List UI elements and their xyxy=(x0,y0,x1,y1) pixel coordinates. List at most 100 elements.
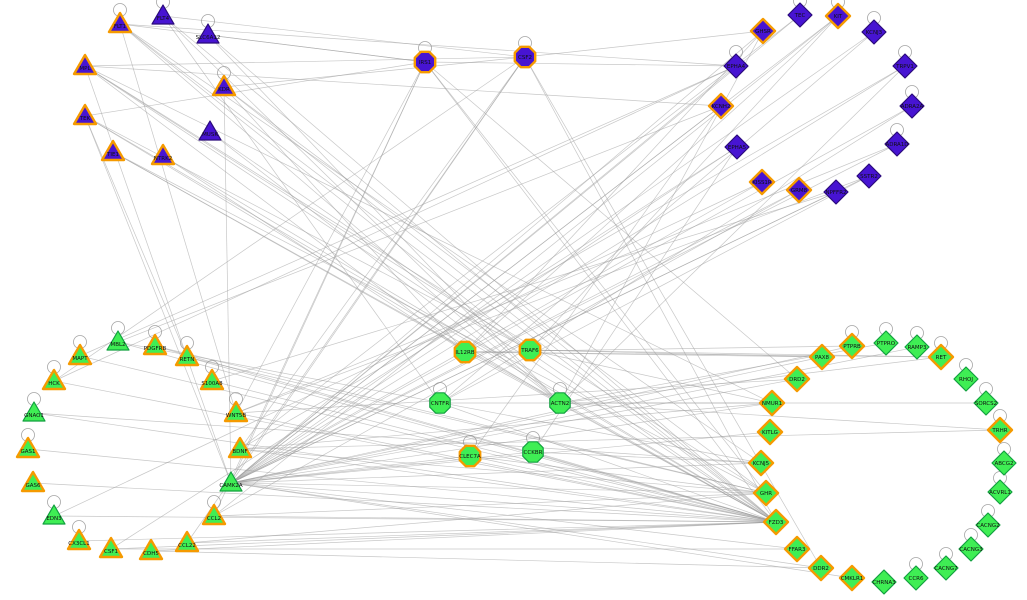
triangle-shape xyxy=(41,368,67,391)
edge xyxy=(559,65,906,404)
triangle-shape xyxy=(72,53,98,76)
node-ACTN2[interactable]: ACTN2 xyxy=(549,392,571,414)
node-TEC[interactable]: TEC xyxy=(787,2,813,28)
node-RHOJ[interactable]: RHOJ xyxy=(953,366,979,392)
node-ADRA2A[interactable]: ADRA2A xyxy=(899,93,925,119)
node-HCK[interactable]: HCK xyxy=(41,368,67,391)
node-TIE1[interactable]: TIE1 xyxy=(100,139,126,162)
diamond-shape xyxy=(873,330,899,356)
edge xyxy=(78,521,777,542)
edge xyxy=(524,56,777,523)
node-KDR[interactable]: KDR xyxy=(211,74,237,97)
node-CSF1[interactable]: CSF1 xyxy=(98,536,124,559)
node-FLT4[interactable]: FLT4 xyxy=(151,4,175,25)
edge xyxy=(162,15,561,404)
node-ABCG2[interactable]: ABCG2 xyxy=(991,450,1017,476)
node-WNT5B[interactable]: WNT5B xyxy=(223,400,249,423)
node-DDR2[interactable]: DDR2 xyxy=(807,554,835,582)
node-NMUR1[interactable]: NMUR1 xyxy=(758,389,786,417)
triangle-shape xyxy=(174,344,200,367)
node-RAMP3[interactable]: RAMP3 xyxy=(904,334,930,360)
triangle-shape xyxy=(198,120,222,141)
octagon-shape xyxy=(513,45,537,69)
node-CNTFR[interactable]: CNTFR xyxy=(429,392,451,414)
node-CCR6[interactable]: CCR6 xyxy=(903,565,929,591)
node-GHSR[interactable]: GHSR xyxy=(749,17,777,45)
node-KCNJ5[interactable]: KCNJ5 xyxy=(747,449,775,477)
node-MAPT[interactable]: MAPT xyxy=(67,343,93,366)
diamond-shape xyxy=(953,366,979,392)
node-GAS6[interactable]: GAS6 xyxy=(20,470,46,493)
node-EPHA5[interactable]: EPHA5 xyxy=(724,134,750,160)
node-CACNG7[interactable]: CACNG7 xyxy=(933,555,959,581)
node-PTPRB[interactable]: PTPRB xyxy=(838,332,866,360)
node-NPFFR2[interactable]: NPFFR2 xyxy=(823,179,849,205)
edge xyxy=(162,15,441,404)
node-PAX8[interactable]: PAX8 xyxy=(808,343,836,371)
self-loop-layer xyxy=(21,0,1011,571)
node-KISS1R[interactable]: KISS1R xyxy=(748,168,776,196)
node-FLT1[interactable]: FLT1 xyxy=(107,11,133,34)
node-ACVRL1[interactable]: ACVRL1 xyxy=(987,479,1013,505)
node-CACNG2[interactable]: CACNG2 xyxy=(975,512,1001,538)
triangle-shape xyxy=(227,436,253,459)
edge xyxy=(211,191,837,382)
node-KITLG[interactable]: KITLG xyxy=(756,418,784,446)
node-GHR[interactable]: GHR xyxy=(752,479,780,507)
node-SSTR2[interactable]: SSTR2 xyxy=(856,163,882,189)
edge xyxy=(529,15,839,351)
edge xyxy=(223,86,232,484)
node-CSF2[interactable]: CSF2 xyxy=(513,45,537,69)
node-CLEC7A[interactable]: CLEC7A xyxy=(458,444,482,468)
node-CMKLR1[interactable]: CMKLR1 xyxy=(838,564,866,592)
edge xyxy=(424,61,767,494)
node-CACNG3[interactable]: CACNG3 xyxy=(958,536,984,562)
edge xyxy=(84,65,531,351)
diamond-shape xyxy=(807,554,835,582)
node-KCNH2[interactable]: KCNH2 xyxy=(707,92,735,120)
node-KIT[interactable]: KIT xyxy=(824,2,852,30)
edge xyxy=(186,492,767,544)
node-IRS1[interactable]: IRS1 xyxy=(413,50,437,74)
node-CX3CL1[interactable]: CX3CL1 xyxy=(66,528,92,551)
edge xyxy=(84,65,767,494)
node-NTRK2[interactable]: NTRK2 xyxy=(150,143,176,166)
node-EDN3[interactable]: EDN3 xyxy=(42,504,66,525)
edge xyxy=(230,482,767,494)
node-CCKBR[interactable]: CCKBR xyxy=(522,441,544,463)
edge xyxy=(162,155,777,523)
node-CDH5[interactable]: CDH5 xyxy=(138,538,164,561)
node-SLC6A12[interactable]: SLC6A12 xyxy=(196,23,221,44)
node-CCL2[interactable]: CCL2 xyxy=(201,503,227,526)
node-SORCS2[interactable]: SORCS2 xyxy=(973,390,999,416)
edge xyxy=(230,356,823,484)
edge xyxy=(33,412,777,523)
edge xyxy=(53,515,777,523)
node-TRAF6[interactable]: TRAF6 xyxy=(518,338,542,362)
triangle-shape xyxy=(138,538,164,561)
edge xyxy=(469,455,777,523)
node-TRHR[interactable]: TRHR xyxy=(986,416,1014,444)
edge xyxy=(84,65,722,107)
node-CCL22[interactable]: CCL22 xyxy=(174,530,200,553)
node-FZD3[interactable]: FZD3 xyxy=(762,508,790,536)
edge xyxy=(529,349,773,404)
node-CHRNA3[interactable]: CHRNA3 xyxy=(871,569,897,595)
node-MPL[interactable]: MPL xyxy=(72,53,98,76)
triangle-shape xyxy=(142,333,168,356)
node-IL12RB[interactable]: IL12RB xyxy=(453,340,477,364)
node-KCNJ3[interactable]: KCNJ3 xyxy=(861,19,887,45)
node-RET[interactable]: RET xyxy=(927,343,955,371)
diamond-shape xyxy=(892,53,918,79)
edge xyxy=(119,23,237,414)
node-GNAO1[interactable]: GNAO1 xyxy=(22,401,46,422)
diamond-shape xyxy=(724,134,750,160)
edge xyxy=(439,31,875,404)
node-MBL2[interactable]: MBL2 xyxy=(106,330,130,351)
node-GAS1[interactable]: GAS1 xyxy=(15,436,41,459)
node-DRD2[interactable]: DRD2 xyxy=(783,365,811,393)
node-ADRA1D[interactable]: ADRA1D xyxy=(884,131,910,157)
diamond-shape xyxy=(707,92,735,120)
edge xyxy=(439,175,870,404)
node-S100A8[interactable]: S100A8 xyxy=(199,368,225,391)
